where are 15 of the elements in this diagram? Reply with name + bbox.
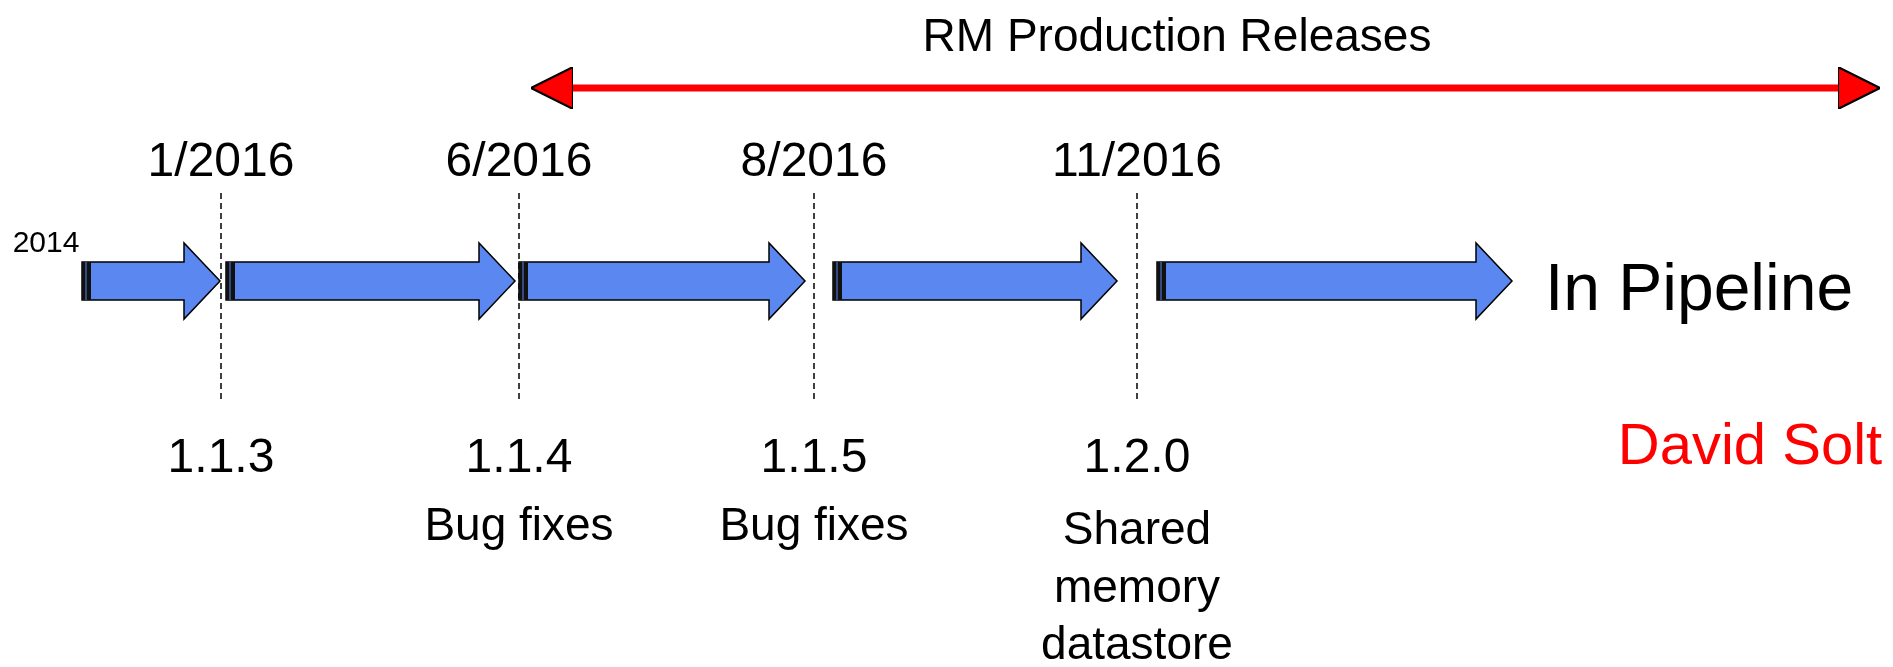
date-label: 1/2016 xyxy=(147,132,295,188)
version-label: 1.2.0 xyxy=(1083,428,1191,484)
date-label: 8/2016 xyxy=(740,132,888,188)
year-label: 2014 xyxy=(12,224,80,261)
date-label: 11/2016 xyxy=(1052,132,1222,188)
release-note: Bug fixes xyxy=(719,497,909,553)
version-label: 1.1.5 xyxy=(760,428,868,484)
release-note: Bug fixes xyxy=(424,497,614,553)
date-label: 6/2016 xyxy=(445,132,593,188)
version-label: 1.1.3 xyxy=(167,428,275,484)
range-title: RM Production Releases xyxy=(922,8,1432,64)
author-name: David Solt xyxy=(1617,409,1883,478)
status-label: In Pipeline xyxy=(1544,248,1854,326)
version-label: 1.1.4 xyxy=(465,428,573,484)
release-note: Shared memory datastore xyxy=(1040,500,1234,667)
